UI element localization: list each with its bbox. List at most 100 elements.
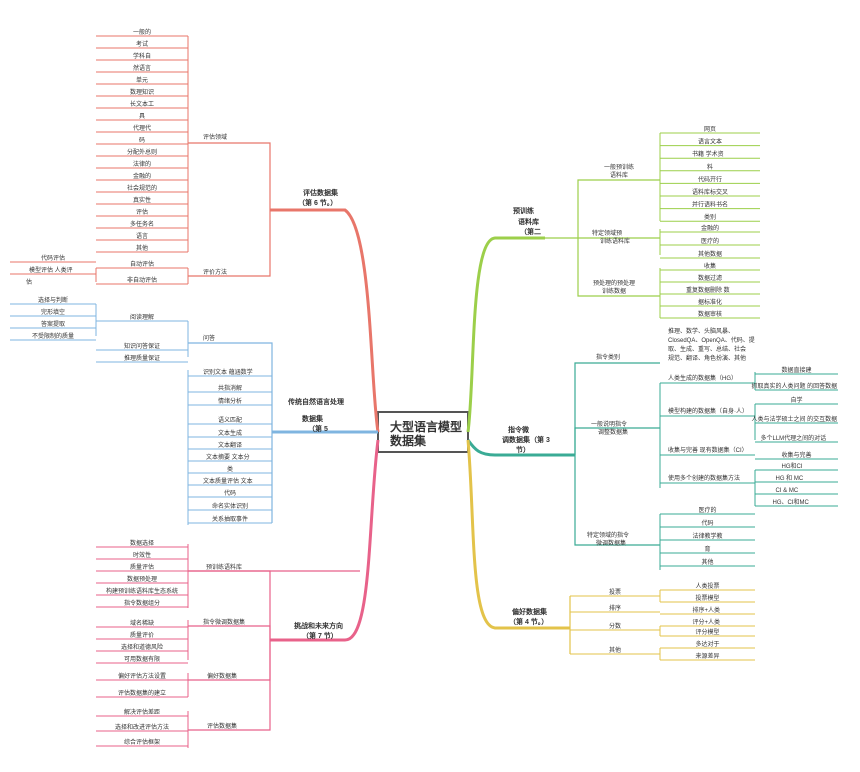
eval-domain-item: 代理代: [133, 124, 151, 132]
pref-item: 排序: [609, 604, 621, 612]
trad-qa-label: 问答: [203, 334, 215, 342]
future-pretrain-item: 指令数据组分: [124, 599, 160, 607]
instruct-hg-leaf: 数据直接建: [782, 366, 812, 374]
eval-method-leaf-item: 模型评估 人类评: [29, 266, 73, 274]
instruct-domain-item: 法律教学教: [693, 532, 723, 540]
instruct-cat-label: 指令类别: [596, 353, 620, 361]
pretrain-domain-item: 其他数据: [698, 250, 722, 258]
pretrain-prep-item: 数据审核: [698, 310, 722, 318]
eval-domain-item: 分配外总则: [127, 148, 157, 156]
instruct-domain-item: 代码: [702, 519, 714, 527]
eval-domain-item: 然语言: [133, 64, 151, 72]
branch-future: 挑战和未来方向 （第 7 节） 预训练语料库 指令微调数据集 偏好数据集 评估数…: [96, 539, 360, 748]
future-pretrain-item: 数据选择: [130, 539, 154, 547]
trad-item: 命名实体识别: [212, 502, 248, 510]
pretrain-general-item: 网页: [704, 126, 716, 133]
pretrain-prep-item: 重复数据删除 数: [686, 286, 730, 294]
trunk-eval: [270, 208, 380, 433]
eval-title-l1: 评估数据集: [303, 188, 339, 197]
trad-qa-leaf-item: 答案提取: [41, 320, 65, 328]
future-eval-item: 解决评估差距: [124, 708, 160, 716]
trad-qa-leaf-item: 选择与判断: [38, 296, 68, 304]
eval-domain-item: 真实性: [133, 196, 151, 204]
pref-title-l1: 偏好数据集: [512, 607, 548, 616]
trad-title-l1: 传统自然语言处理: [287, 397, 344, 406]
instruct-multi-leaf: HG 和 MC: [776, 474, 804, 482]
trad-qa-leaf-item: 完形填空: [41, 308, 65, 316]
eval-domain-item: 金融的: [133, 172, 151, 180]
pretrain-domain-l2: 训练语料库: [600, 237, 630, 245]
pretrain-title-l1: 预训练: [513, 206, 534, 215]
pref-title-l2: （第 4 节。）: [509, 617, 548, 626]
eval-method-leaf-item: 估: [26, 278, 32, 286]
eval-domain-item: 其他: [136, 244, 148, 252]
trad-item: 情绪分析: [218, 397, 242, 405]
pretrain-prep-item: 收集: [704, 262, 716, 270]
branch-eval: 评估数据集 （第 6 节。） 评估领域 评价方法 一般的考试学科自然语言单元数理…: [10, 28, 339, 286]
pretrain-title-l2: 语料库: [518, 217, 539, 226]
instruct-ci-leaf: 收集与完善: [782, 451, 812, 459]
trad-item: 识别文本 蕴涵数学: [203, 368, 253, 376]
eval-domain-item: 长文本工: [130, 100, 154, 108]
pretrain-domain-item: 医疗的: [701, 237, 719, 245]
eval-domain-item: 法律的: [133, 160, 151, 168]
trad-item: 文本生成: [218, 429, 242, 437]
trad-item: 共指消解: [218, 384, 242, 392]
pretrain-general-item: 并行语料书名: [692, 201, 728, 209]
future-pretrain-item: 构建预训练语料库生态系统: [106, 587, 178, 595]
instruct-category-text: 推理、数学、头脑风暴、ClosedQA、OpenQA、代码、提取、生成、重写、总…: [668, 327, 755, 362]
future-title-l1: 挑战和未来方向: [294, 621, 343, 630]
pretrain-domain-item: 金融的: [701, 224, 719, 232]
pretrain-prep-l1: 预处理的预处理: [593, 279, 635, 287]
trad-qa-item: 知识问答保证: [124, 342, 160, 350]
pretrain-prep-item: 数据过滤: [698, 274, 722, 282]
trunk-pretrain: [466, 236, 545, 433]
eval-method-leaf-item: 代码评估: [41, 254, 65, 262]
pretrain-general-item: 料: [707, 163, 713, 171]
future-instruct-label: 指令微调数据集: [203, 618, 245, 626]
pretrain-prep-item: 据标准化: [698, 298, 722, 306]
instruct-domain-item: 育: [705, 545, 711, 553]
trad-qa-item: 阅读理解: [130, 313, 154, 321]
future-instruct-item: 质量评价: [130, 631, 154, 639]
pref-leaf: 排序+人类: [693, 606, 721, 614]
trad-item: 语义匹配: [218, 416, 242, 424]
instruct-domain-l2: 微调数据集: [596, 539, 626, 547]
trad-qa-leaf-item: 不受限制的质量: [32, 332, 74, 340]
trunk-future: [270, 439, 380, 642]
pref-item: 投票: [609, 588, 621, 596]
pretrain-general-item: 语言文本: [698, 138, 722, 146]
pretrain-general-item: 语料库标交叉: [692, 188, 728, 196]
instruct-general-item: 收集与完善 现有数据集（CI）: [668, 446, 748, 454]
trad-item: 类: [227, 465, 233, 473]
instruct-domain-item: 其他: [702, 558, 714, 566]
instruct-general-l1: 一般说明指令: [591, 420, 627, 428]
pretrain-title-l3: （第二: [520, 227, 541, 236]
pref-leaf: 评分模型: [696, 628, 720, 636]
eval-domain-label: 评估领域: [203, 133, 227, 141]
instruct-title-l2: 调数据集（第 3: [502, 435, 550, 444]
pretrain-general-item: 类别: [704, 213, 716, 221]
pref-leaf: 评分+人类: [693, 618, 721, 626]
instruct-multi-leaf: HG和CI: [782, 462, 803, 470]
instruct-general-item: 人类生成的数据集（HG）: [668, 374, 737, 382]
trad-item: 文本翻译: [218, 441, 242, 449]
eval-method-item: 自动评估: [130, 260, 154, 268]
branch-instruct: 指令微 调数据集（第 3 节） 指令类别 一般说明指令 调整数据集 特定领域的指…: [502, 327, 838, 570]
instruct-general-item: 使用多个创建的数据集方法: [668, 474, 740, 482]
eval-domain-item: 单元: [136, 76, 148, 84]
instruct-category-line: ClosedQA、OpenQA、代码、提: [668, 336, 755, 344]
future-pref-item: 偏好评估方法设置: [118, 672, 166, 680]
future-pretrain-label: 预训练语料库: [206, 563, 242, 571]
instruct-category-line: 规范、翻译、角色扮演、其他: [668, 354, 746, 362]
trunk-instruct: [466, 439, 575, 457]
instruct-domain-l1: 特定领域的指令: [587, 531, 629, 539]
pretrain-domain-l1: 特定领域预: [592, 229, 622, 237]
future-title-l2: （第 7 节）: [302, 631, 338, 640]
future-pref-label: 偏好数据集: [207, 672, 237, 680]
eval-domain-item: 码: [139, 136, 145, 144]
eval-domain-items: 一般的考试学科自然语言单元数理知识长文本工具代理代码分配外总则法律的金融的社会规…: [96, 28, 188, 253]
